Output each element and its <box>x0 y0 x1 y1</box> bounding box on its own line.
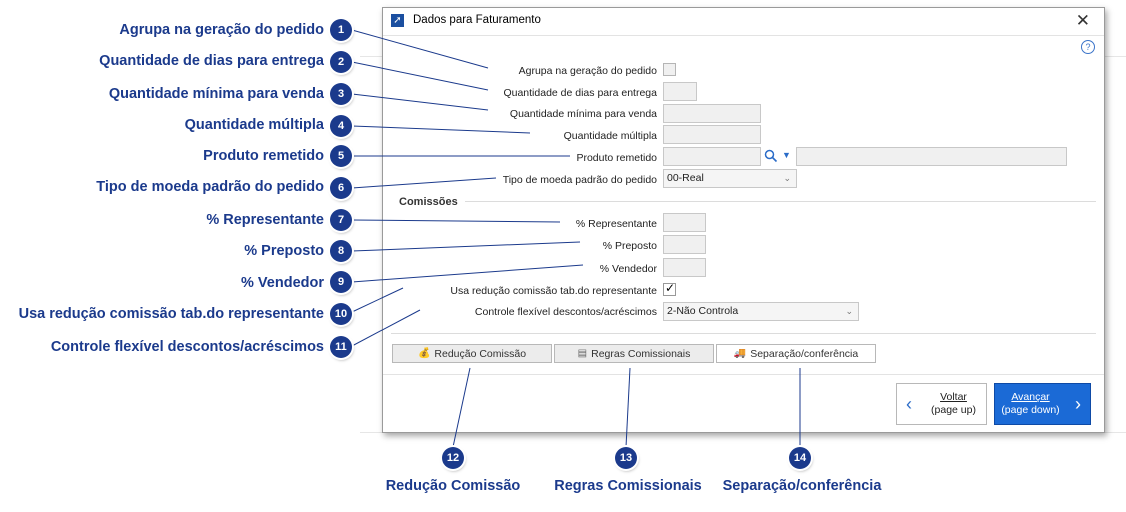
section-divider <box>391 333 1096 334</box>
qtd-multipla-input[interactable] <box>663 125 761 144</box>
close-icon[interactable]: ✕ <box>1075 11 1090 30</box>
callout-badge: 8 <box>330 240 352 262</box>
avancar-shortcut: (page down) <box>1001 404 1060 416</box>
chevron-right-icon: › <box>1075 393 1081 414</box>
dias-entrega-input[interactable] <box>663 82 697 101</box>
representante-label: % Representante <box>575 218 657 230</box>
callout-label: Redução Comissão <box>385 478 521 494</box>
callout-badge: 12 <box>442 447 464 469</box>
callout-badge: 1 <box>330 19 352 41</box>
controle-flexivel-select[interactable]: 2-Não Controla ⌄ <box>663 302 859 321</box>
chevron-down-icon: ⌄ <box>845 306 853 316</box>
produto-input[interactable] <box>663 147 761 166</box>
qtd-minima-label: Quantidade mínima para venda <box>509 108 657 120</box>
preposto-input[interactable] <box>663 235 706 254</box>
reducao-comissao-button[interactable]: 💰 Redução Comissão <box>392 344 552 363</box>
callout-label: % Vendedor <box>241 275 324 291</box>
controle-value: 2-Não Controla <box>667 305 739 317</box>
moeda-label: Tipo de moeda padrão do pedido <box>502 174 657 186</box>
vendedor-label: % Vendedor <box>599 263 657 275</box>
dias-entrega-label: Quantidade de dias para entrega <box>503 87 657 99</box>
dados-faturamento-dialog: ➚ Dados para Faturamento ✕ ? Agrupa na g… <box>382 7 1105 433</box>
separacao-conferencia-button[interactable]: 🚚 Separação/conferência <box>716 344 876 363</box>
callout-label: Quantidade múltipla <box>184 117 324 133</box>
dialog-footer: ‹ Voltar(page up) Avançar(page down) › <box>383 374 1104 432</box>
controle-flexivel-label: Controle flexível descontos/acréscimos <box>474 306 657 318</box>
callout-badge: 14 <box>789 447 811 469</box>
qtd-multipla-label: Quantidade múltipla <box>563 130 657 142</box>
callout-label: Controle flexível descontos/acréscimos <box>50 339 324 355</box>
callout-badge: 4 <box>330 115 352 137</box>
voltar-shortcut: (page up) <box>931 404 976 416</box>
callout-badge: 11 <box>330 336 352 358</box>
callout-label: Regras Comissionais <box>554 478 702 494</box>
callout-badge: 9 <box>330 271 352 293</box>
qtd-minima-input[interactable] <box>663 104 761 123</box>
callout-badge: 13 <box>615 447 637 469</box>
callout-label: % Representante <box>206 212 324 228</box>
callout-badge: 10 <box>330 303 352 325</box>
callout-badge: 7 <box>330 209 352 231</box>
separacao-conferencia-label: Separação/conferência <box>750 347 859 360</box>
help-icon[interactable]: ? <box>1081 40 1095 54</box>
produto-label: Produto remetido <box>576 152 657 164</box>
voltar-label: Voltar <box>940 391 967 403</box>
callout-label: Agrupa na geração do pedido <box>119 22 324 38</box>
preposto-label: % Preposto <box>602 240 657 252</box>
comissoes-heading: Comissões <box>399 196 458 208</box>
section-divider <box>465 201 1096 202</box>
chevron-down-icon: ⌄ <box>783 173 791 183</box>
chevron-left-icon: ‹ <box>906 393 912 414</box>
callout-label: Tipo de moeda padrão do pedido <box>96 179 324 195</box>
avancar-button[interactable]: Avançar(page down) › <box>994 383 1091 425</box>
dialog-title: Dados para Faturamento <box>413 14 541 26</box>
callout-label: Produto remetido <box>203 148 324 164</box>
agrupa-label: Agrupa na geração do pedido <box>518 65 657 77</box>
regras-comissionais-label: Regras Comissionais <box>591 347 691 360</box>
representante-input[interactable] <box>663 213 706 232</box>
truck-icon: 🚚 <box>733 348 747 359</box>
callout-badge: 5 <box>330 145 352 167</box>
voltar-button[interactable]: ‹ Voltar(page up) <box>896 383 987 425</box>
callout-label: % Preposto <box>244 243 324 259</box>
callout-badge: 2 <box>330 51 352 73</box>
dropdown-arrow-icon[interactable]: ▼ <box>782 150 791 160</box>
callout-label: Usa redução comissão tab.do representant… <box>18 306 324 322</box>
callout-label: Quantidade de dias para entrega <box>99 53 324 69</box>
avancar-label: Avançar <box>1011 391 1050 403</box>
vendedor-input[interactable] <box>663 258 706 277</box>
produto-descricao <box>796 147 1067 166</box>
callout-label: Separação/conferência <box>722 478 882 494</box>
regras-comissionais-button[interactable]: ▤ Regras Comissionais <box>554 344 714 363</box>
callout-badge: 6 <box>330 177 352 199</box>
usa-reducao-label: Usa redução comissão tab.do representant… <box>450 285 657 297</box>
moeda-value: 00-Real <box>667 172 704 184</box>
app-arrow-icon: ➚ <box>391 14 404 27</box>
agrupa-checkbox[interactable] <box>663 63 676 76</box>
title-bar: ➚ Dados para Faturamento ✕ <box>383 8 1104 36</box>
search-icon[interactable] <box>764 149 778 163</box>
usa-reducao-checkbox[interactable] <box>663 281 676 296</box>
callout-label: Quantidade mínima para venda <box>108 86 324 102</box>
moeda-select[interactable]: 00-Real ⌄ <box>663 169 797 188</box>
callout-badge: 3 <box>330 83 352 105</box>
money-bag-icon: 💰 <box>417 348 431 359</box>
list-card-icon: ▤ <box>577 348 588 359</box>
reducao-comissao-label: Redução Comissão <box>434 347 527 360</box>
